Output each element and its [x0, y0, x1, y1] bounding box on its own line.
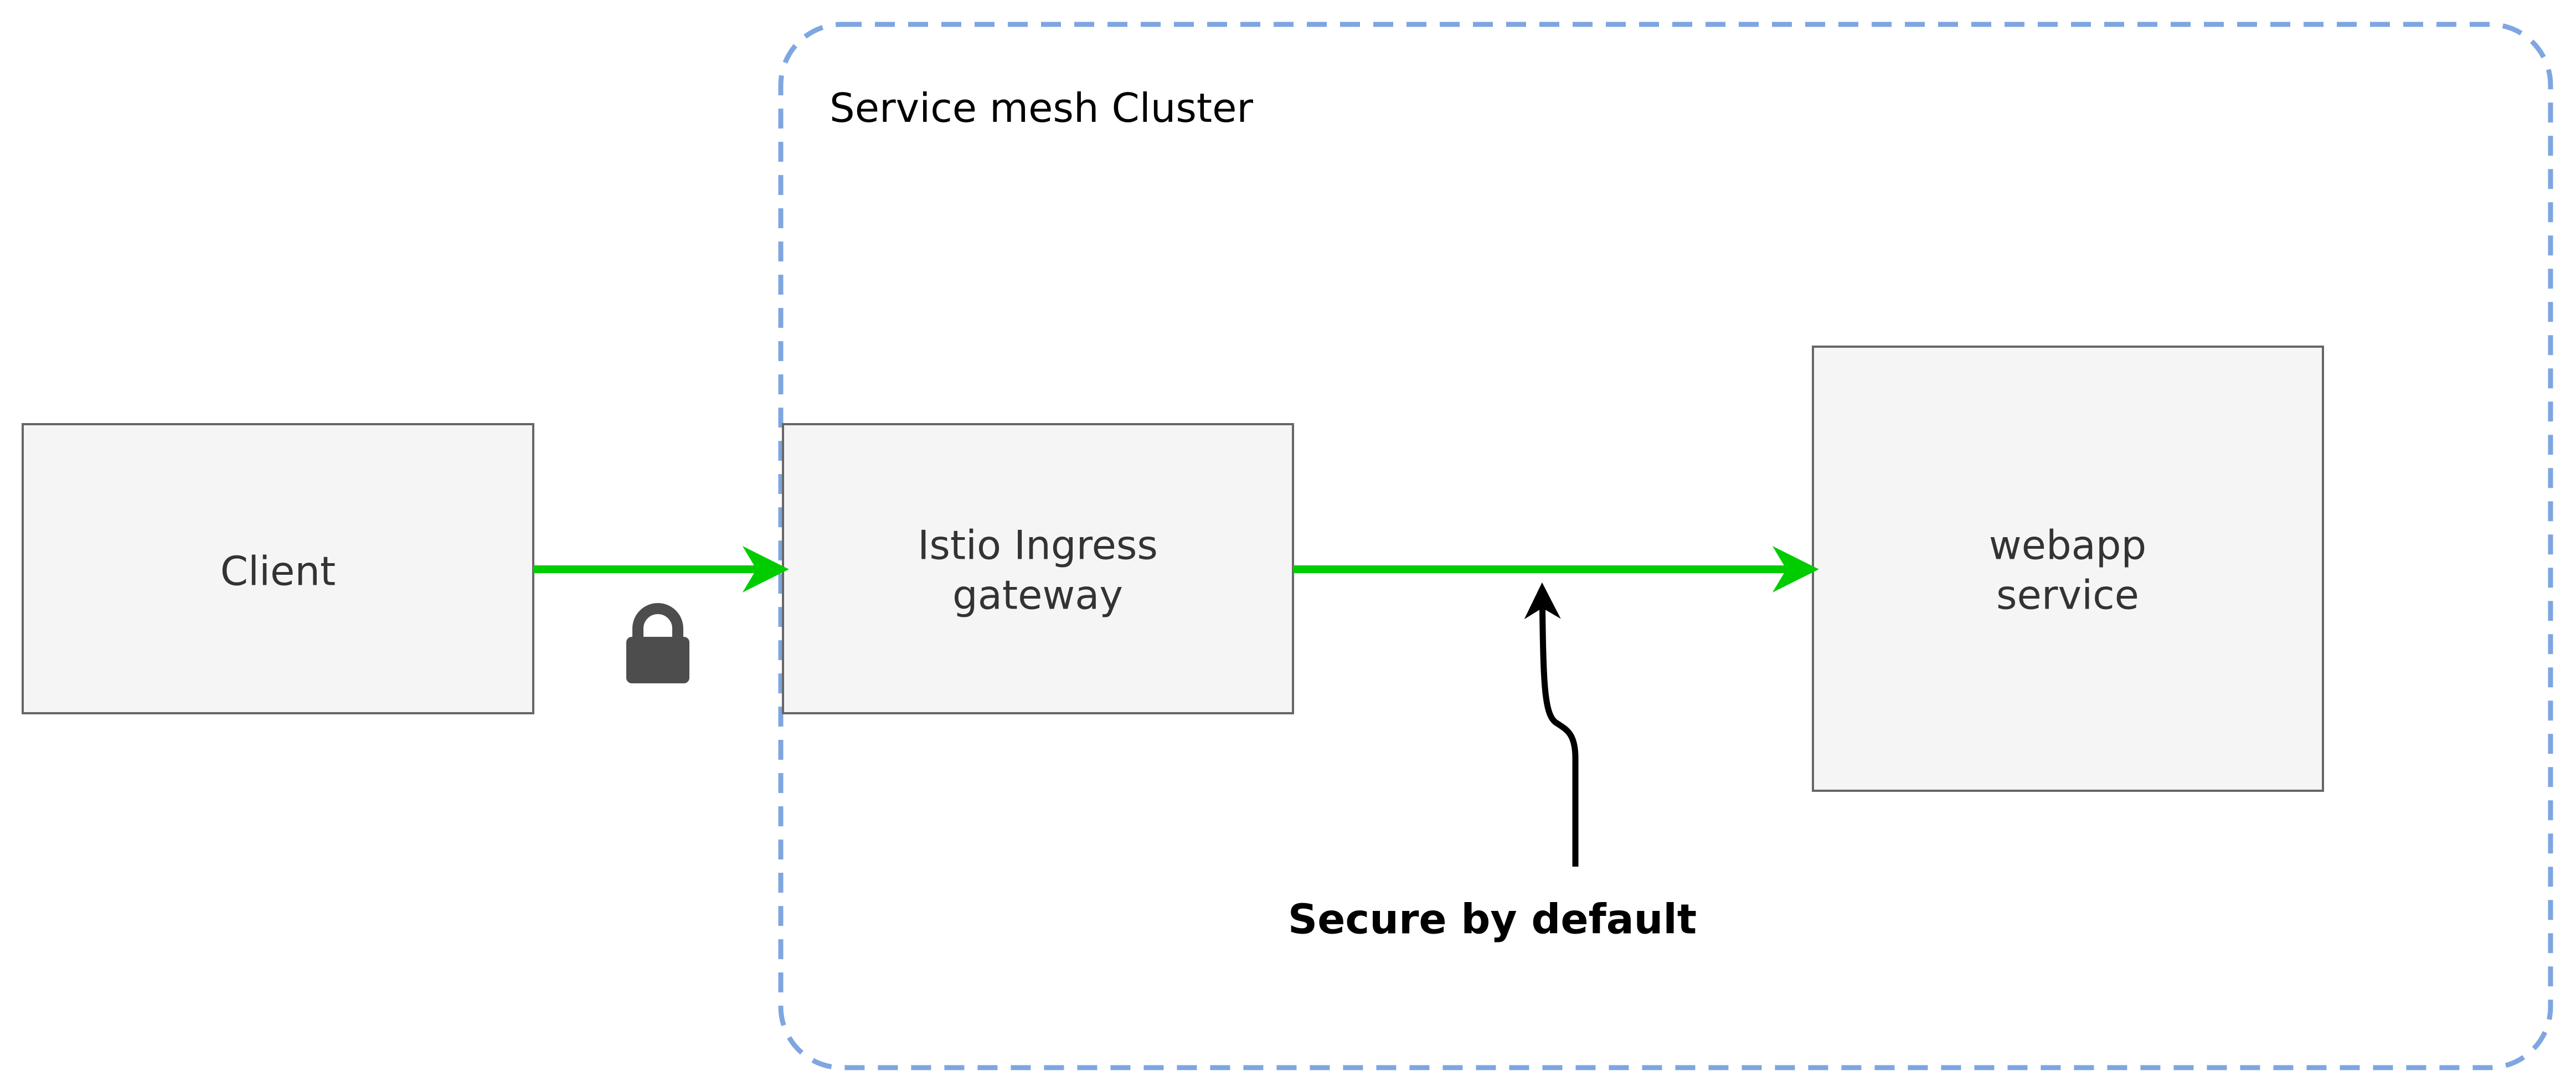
lock-icon	[626, 603, 689, 683]
webapp-service-node[interactable]: webapp service	[1812, 346, 2324, 792]
client-node[interactable]: Client	[22, 423, 534, 714]
webapp-box[interactable]	[1812, 346, 2324, 792]
cluster-label: Service mesh Cluster	[830, 85, 1253, 131]
gateway-box[interactable]	[782, 423, 1294, 714]
gateway-label: Istio Ingress	[918, 522, 1158, 569]
webapp-label-line2: service	[1996, 572, 2139, 619]
webapp-label: webapp	[1989, 522, 2146, 569]
gateway-label-line2: gateway	[952, 572, 1123, 619]
annotation-arrow	[1524, 582, 1579, 867]
annotation-label: Secure by default	[1288, 896, 1697, 944]
client-label: Client	[220, 548, 336, 595]
lock-shackle	[632, 603, 683, 640]
client-box[interactable]	[22, 423, 534, 714]
istio-ingress-gateway-node[interactable]: Istio Ingress gateway	[782, 423, 1294, 714]
lock-body	[626, 637, 689, 683]
